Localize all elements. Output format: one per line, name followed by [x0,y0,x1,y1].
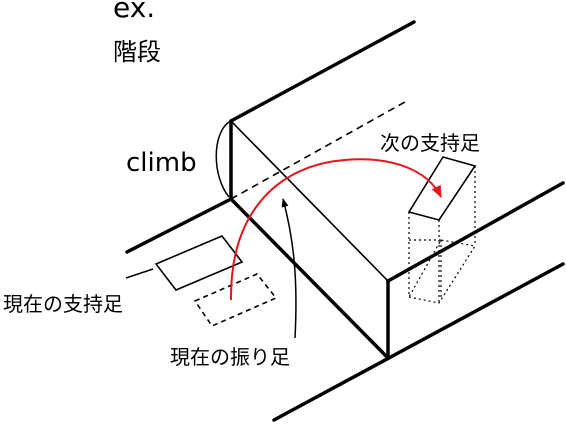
example-label: ex. [113,0,155,24]
lower-floor-near-edge [272,262,565,422]
step-dashed-line [230,101,406,200]
lower-floor-far-edge [125,197,233,254]
step-bottom-edge [229,197,390,360]
current-support-foot-label: 現在の支持足 [3,292,123,316]
current-swing-foot-label: 現在の振り足 [170,345,290,369]
current-support-foot-box [154,235,244,291]
next-support-foot-label: 次の支持足 [380,131,480,155]
step-nosing-edge [230,120,389,282]
current-support-foot-pointer [125,268,154,279]
upper-floor-far-edge [229,20,416,123]
climb-brace [215,121,230,198]
subject-label: 階段 [113,38,161,66]
swing-foot-label-pointer [281,198,297,339]
swing-trajectory-arrow [229,158,442,301]
climb-label: climb [126,148,197,178]
next-support-foot-box [407,156,477,221]
next-support-foot-group [407,156,477,304]
current-swing-foot-box [193,273,278,327]
